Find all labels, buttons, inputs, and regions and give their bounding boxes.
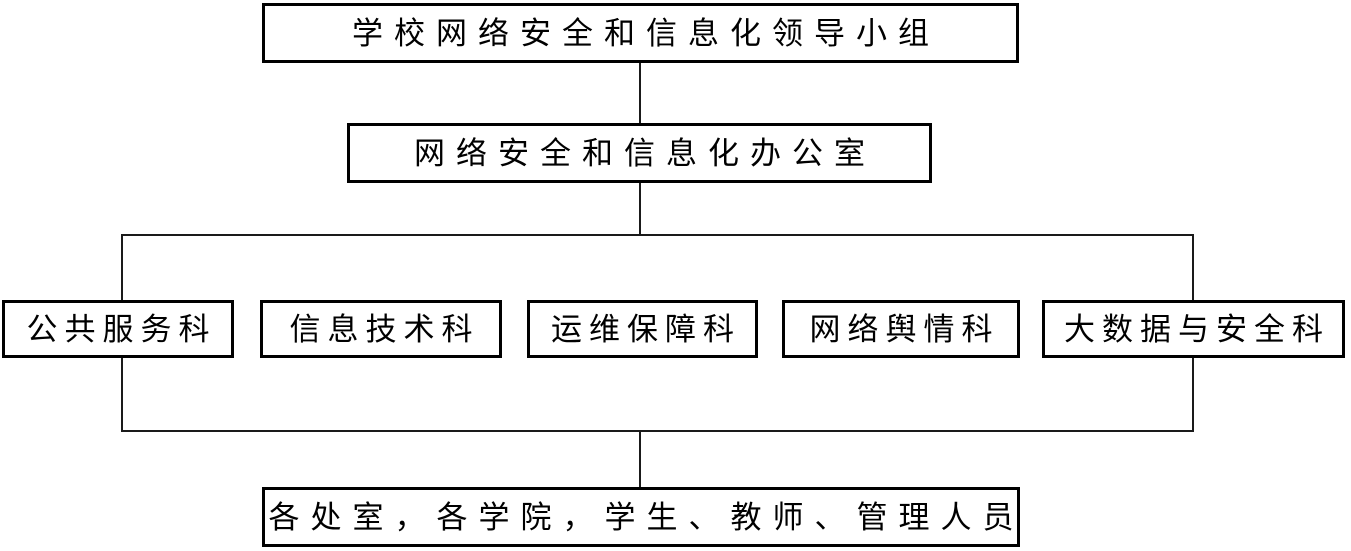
connector-office-to-bus xyxy=(639,183,641,236)
connector-upper-bus xyxy=(121,234,1194,236)
node-departments-colleges-users-label: 各处室，各学院，学生、教师、管理人员 xyxy=(268,499,1025,535)
node-departments-colleges-users: 各处室，各学院，学生、教师、管理人员 xyxy=(262,487,1020,547)
connector-section-1-to-lower-bus xyxy=(121,357,123,431)
node-leadership-group-label: 学校网络安全和信息化领导小组 xyxy=(352,15,940,51)
connector-bus-to-section-5 xyxy=(1192,234,1194,301)
node-public-service-section-label: 公共服务科 xyxy=(26,311,217,347)
node-big-data-security-section-label: 大数据与安全科 xyxy=(1064,311,1330,347)
node-cybersecurity-office: 网络安全和信息化办公室 xyxy=(347,123,932,183)
connector-bus-to-section-1 xyxy=(121,234,123,301)
connector-lower-bus-to-bottom xyxy=(639,431,641,488)
node-operations-maintenance-section: 运维保障科 xyxy=(527,300,758,358)
node-network-opinion-section-label: 网络舆情科 xyxy=(809,311,1000,347)
node-cybersecurity-office-label: 网络安全和信息化办公室 xyxy=(414,135,876,171)
connector-lower-bus xyxy=(121,430,1194,432)
node-information-technology-section: 信息技术科 xyxy=(260,300,502,358)
node-leadership-group: 学校网络安全和信息化领导小组 xyxy=(262,3,1019,63)
node-public-service-section: 公共服务科 xyxy=(2,300,234,358)
connector-section-5-to-lower-bus xyxy=(1192,357,1194,431)
node-network-opinion-section: 网络舆情科 xyxy=(782,300,1020,358)
connector-root-to-office xyxy=(639,62,641,124)
node-big-data-security-section: 大数据与安全科 xyxy=(1042,300,1345,358)
node-operations-maintenance-section-label: 运维保障科 xyxy=(551,311,741,347)
node-information-technology-section-label: 信息技术科 xyxy=(289,311,480,347)
